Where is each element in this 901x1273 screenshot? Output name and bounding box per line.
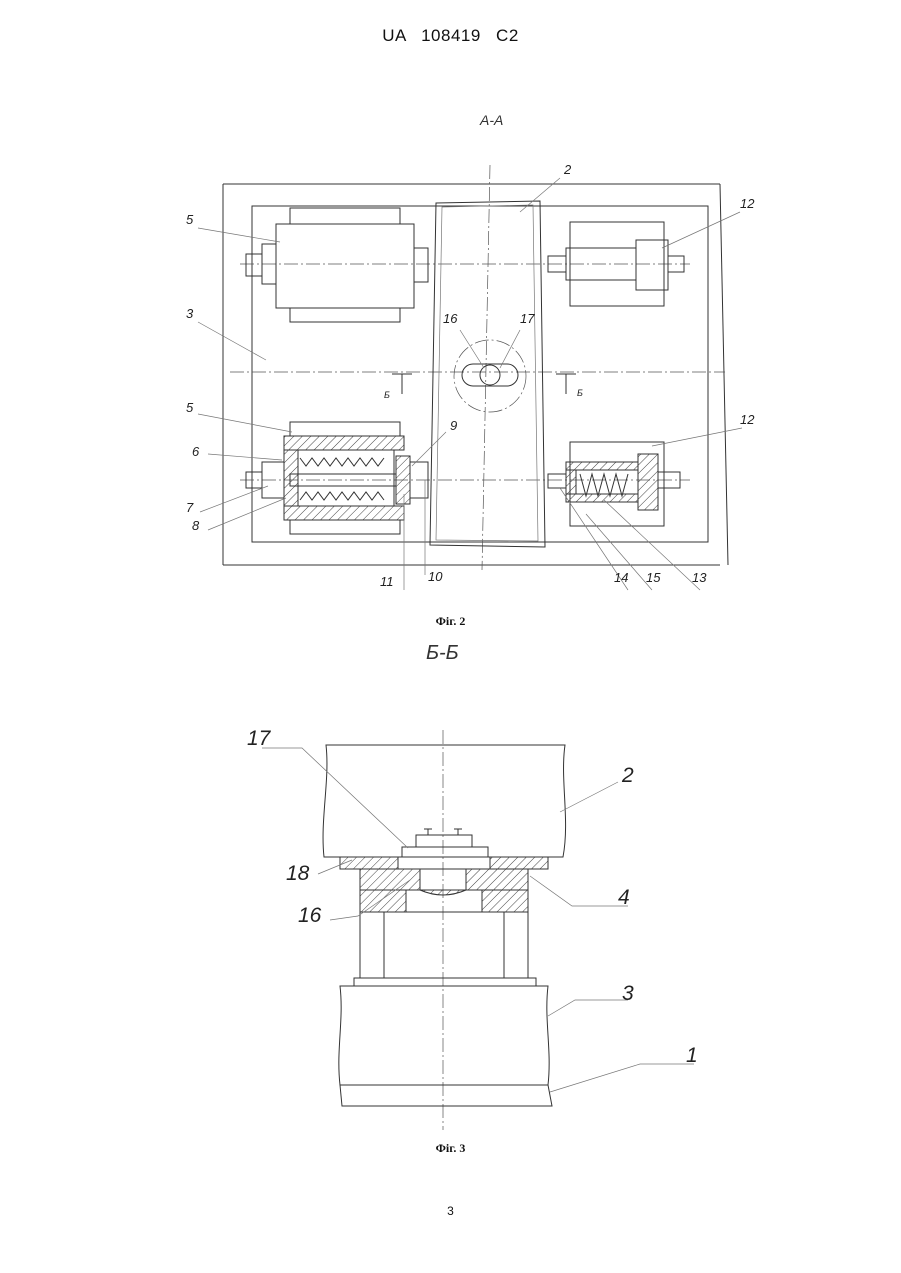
fig3-label-16: 16 bbox=[298, 904, 322, 927]
fig3-label-3: 3 bbox=[622, 982, 634, 1005]
fig2-label-6: 6 bbox=[192, 444, 200, 459]
fig2-label-13: 13 bbox=[692, 570, 707, 585]
fig3-label-1: 1 bbox=[686, 1044, 698, 1067]
fig2-label-3: 3 bbox=[186, 306, 194, 321]
page-number: 3 bbox=[0, 1204, 901, 1218]
section-mark-right: Б bbox=[577, 388, 583, 398]
fig2-label-12-top: 12 bbox=[740, 196, 755, 211]
fig2-label-15: 15 bbox=[646, 570, 661, 585]
fig2-label-9: 9 bbox=[450, 418, 457, 433]
fig3-caption: Фіг. 3 bbox=[0, 1141, 901, 1156]
fig2-label-17: 17 bbox=[520, 311, 535, 326]
fig3-label-18: 18 bbox=[286, 862, 310, 885]
fig2-label-8: 8 bbox=[192, 518, 200, 533]
fig2-label-10: 10 bbox=[428, 569, 443, 584]
fig2-label-5-top: 5 bbox=[186, 212, 194, 227]
fig3-label-4: 4 bbox=[618, 886, 630, 909]
fig3-label-17: 17 bbox=[247, 727, 272, 750]
fig2-label-14: 14 bbox=[614, 570, 628, 585]
fig2-label-2: 2 bbox=[563, 162, 572, 177]
fig2-label-11: 11 bbox=[380, 574, 394, 589]
fig2-label-7: 7 bbox=[186, 500, 194, 515]
fig2-label-5-bottom: 5 bbox=[186, 400, 194, 415]
fig2-drawing: Б Б bbox=[198, 165, 742, 590]
fig3-label-2: 2 bbox=[621, 764, 634, 787]
fig2-caption: Фіг. 2 bbox=[0, 614, 901, 629]
fig2-label-12-bottom: 12 bbox=[740, 412, 755, 427]
fig2-label-16: 16 bbox=[443, 311, 458, 326]
fig3-drawing bbox=[262, 730, 694, 1130]
section-mark-left: Б bbox=[384, 390, 390, 400]
fig3-section-title: Б-Б bbox=[426, 642, 459, 665]
